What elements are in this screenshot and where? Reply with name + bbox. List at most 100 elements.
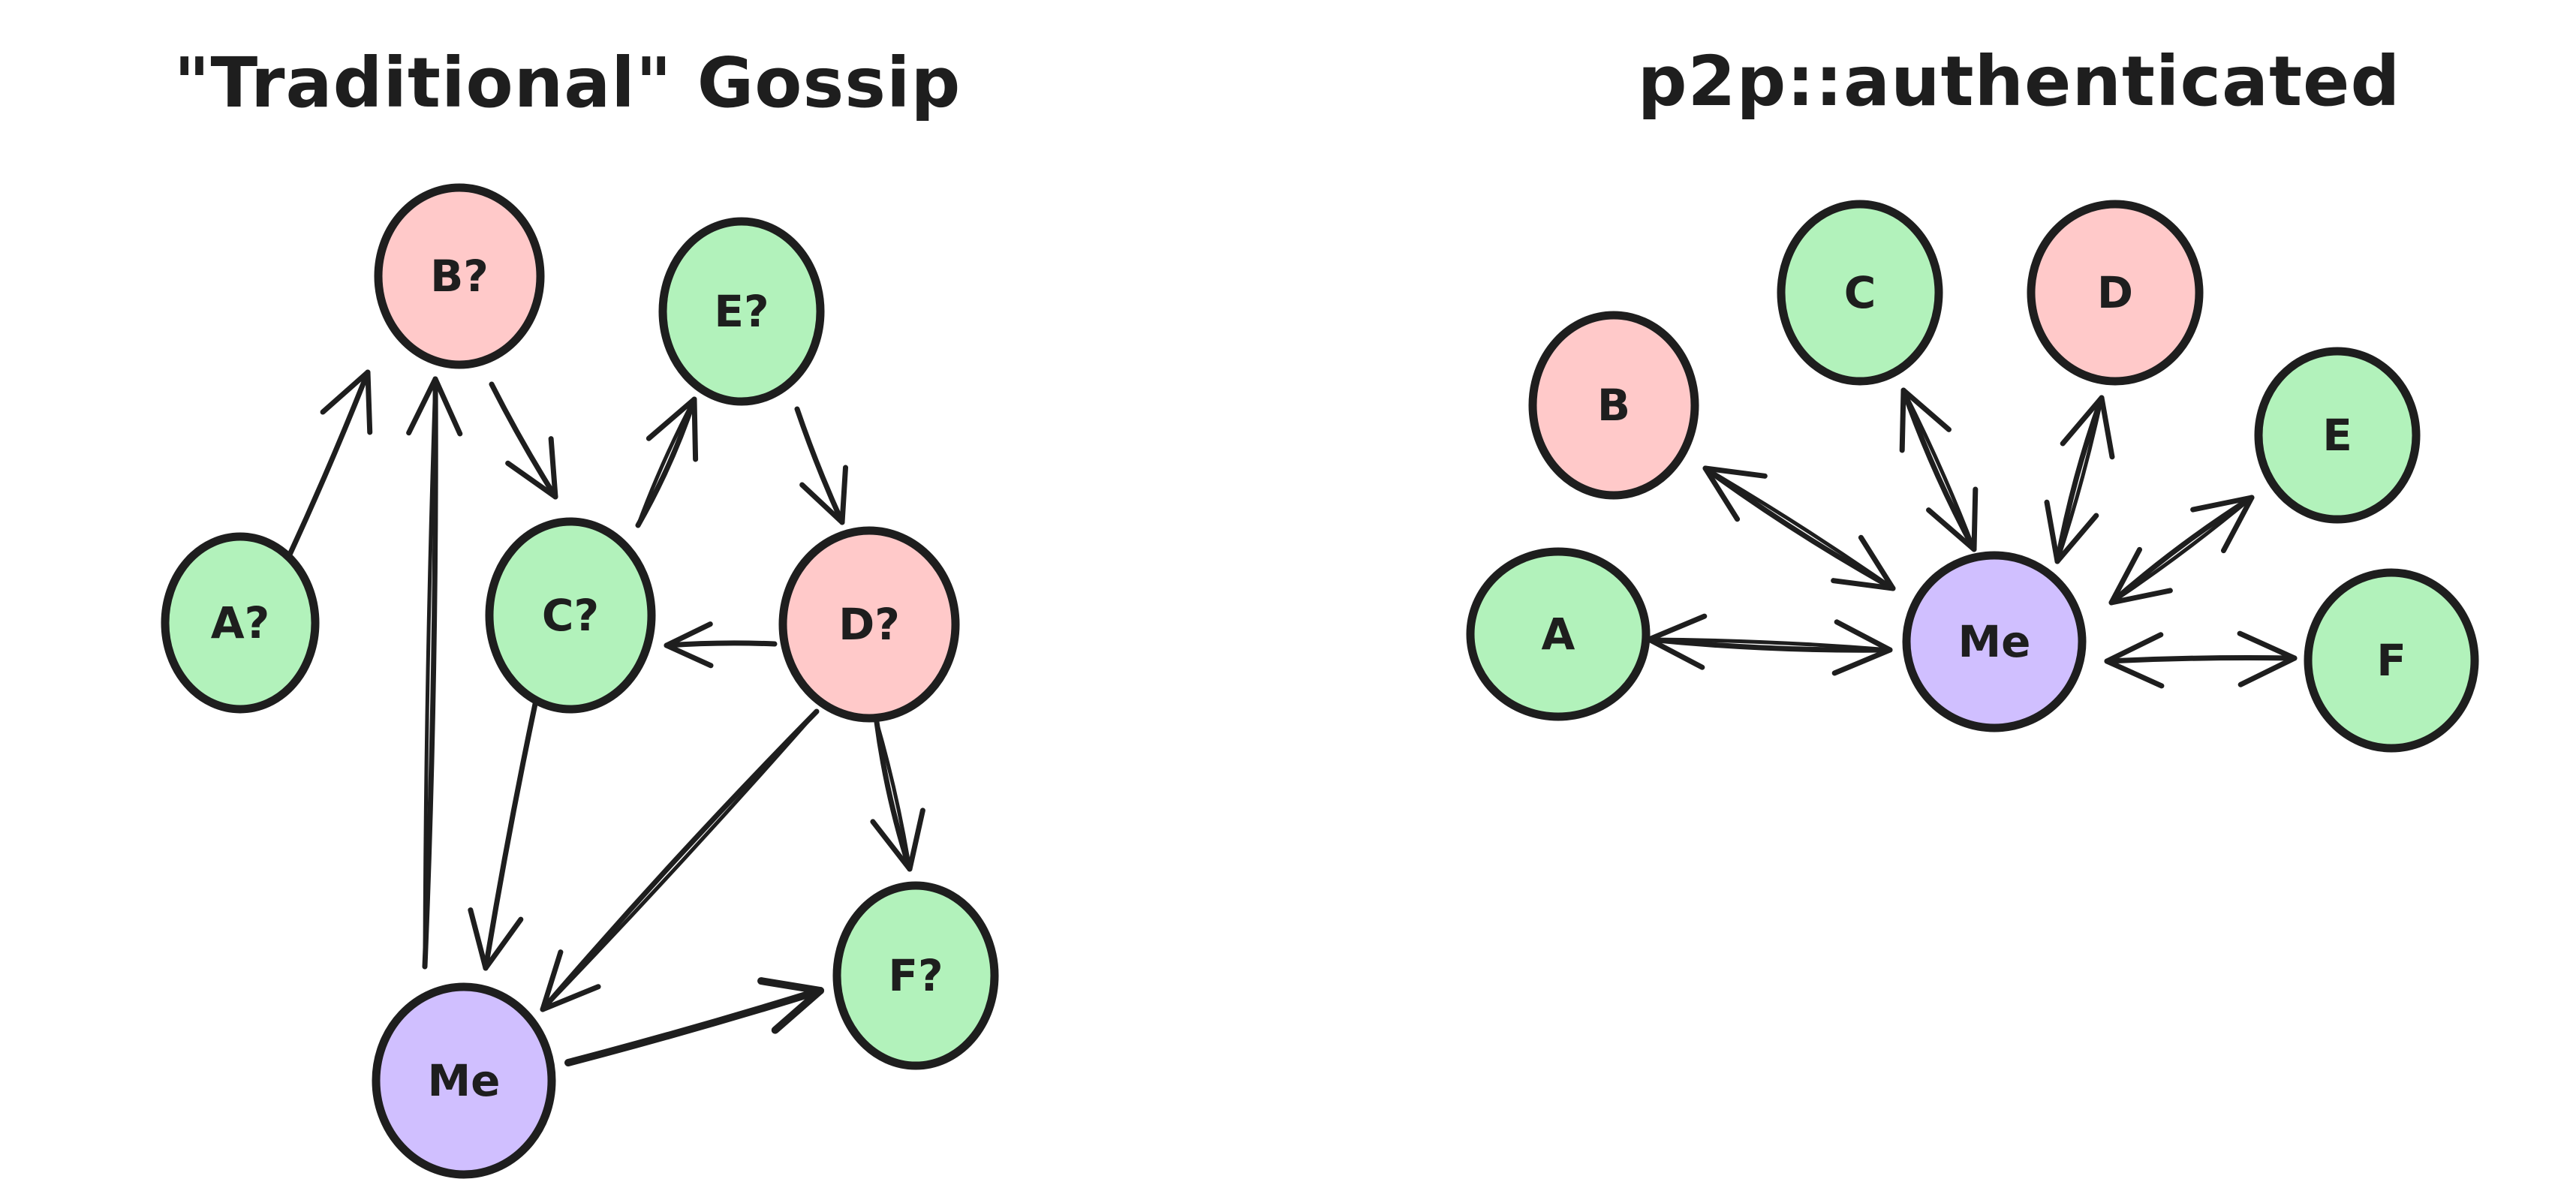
arrowhead: [1702, 465, 1768, 522]
node-label-A: A?: [211, 597, 270, 648]
arrow-shaft: [540, 708, 820, 1012]
arrow-shaft: [2108, 495, 2255, 606]
arrowhead: [2237, 630, 2298, 687]
arrow-shaft: [1901, 388, 1976, 552]
arrow-D-Me: [2044, 395, 2115, 564]
node-label-Me: Me: [427, 1055, 500, 1106]
arrowhead: [2108, 546, 2173, 606]
arrow-shaft: [282, 369, 371, 567]
node-label-B: B?: [430, 251, 489, 302]
arrowhead: [2104, 632, 2165, 689]
arrow-shaft: [2109, 495, 2254, 605]
node-shape-sketch-stroke: [1906, 552, 2082, 731]
arrow-shaft: [1900, 387, 1977, 552]
node-label-D: D: [2097, 267, 2133, 318]
arrow-A-Me: [1646, 613, 1893, 676]
node-label-D: D?: [838, 599, 900, 650]
node-A: A?: [161, 532, 320, 714]
arrowhead: [1926, 486, 1979, 552]
arrowhead: [799, 465, 849, 525]
arrow-E-D: [794, 406, 849, 525]
arrow-D-C: [664, 621, 778, 669]
arrow-C-Me: [468, 701, 538, 971]
arrowhead: [2190, 495, 2255, 554]
arrow-shaft: [636, 397, 697, 528]
arrow-shaft: [422, 376, 438, 970]
arrow-Me-F: [564, 977, 824, 1066]
node-B: B?: [374, 183, 545, 369]
node-shape-sketch-stroke: [376, 984, 552, 1177]
node-Me: Me: [372, 982, 556, 1179]
arrowhead: [1831, 619, 1893, 676]
node-F: F: [2304, 568, 2479, 753]
arrow-Me-B: [406, 376, 463, 970]
arrowhead: [320, 369, 373, 435]
node-label-A: A: [1542, 609, 1575, 660]
arrow-shaft: [540, 709, 819, 1012]
arrow-shaft: [483, 701, 538, 971]
node-B: B: [1528, 311, 1699, 500]
node-shape-sketch-stroke: [1533, 312, 1695, 498]
node-E: E?: [658, 217, 825, 406]
arrow-shaft: [423, 377, 438, 969]
arrow-B-C: [489, 381, 558, 500]
node-C: C: [1777, 200, 1943, 386]
node-shape-sketch-stroke: [489, 519, 652, 712]
arrow-shaft: [489, 381, 558, 500]
arrowhead: [1899, 387, 1952, 453]
node-label-E: E?: [714, 286, 769, 337]
arrowhead: [1831, 534, 1896, 591]
node-shape-sketch-stroke: [2031, 201, 2199, 384]
node-label-Me: Me: [1958, 616, 2030, 667]
arrow-D-F: [870, 719, 925, 872]
node-label-E: E: [2322, 410, 2352, 461]
arrow-E-Me: [2108, 495, 2255, 606]
arrow-shaft: [1647, 637, 1892, 652]
node-label-F: F?: [888, 950, 943, 1001]
node-shape-sketch-stroke: [663, 218, 820, 405]
arrow-shaft: [2055, 395, 2104, 564]
node-shape-sketch-stroke: [165, 534, 315, 712]
arrow-shaft: [874, 720, 912, 871]
node-E: E: [2254, 347, 2421, 524]
traditional-gossip-diagram: A? B? C? D? E? F? Me: [161, 183, 999, 1179]
node-A: A: [1466, 547, 1651, 721]
node-C: C?: [485, 517, 656, 714]
arrowhead: [870, 808, 925, 872]
arrowhead: [540, 949, 601, 1012]
node-label-B: B: [1597, 380, 1630, 431]
arrowhead: [664, 621, 714, 669]
arrowhead: [406, 376, 463, 437]
arrow-shaft: [564, 987, 824, 1066]
right-diagram-title: p2p::authenticated: [1638, 41, 2401, 122]
arrowhead: [468, 907, 524, 971]
node-D: D: [2027, 200, 2204, 386]
node-shape-sketch-stroke: [1781, 201, 1939, 384]
node-label-C: C?: [542, 590, 599, 641]
arrow-shaft: [2054, 395, 2105, 564]
arrowhead: [757, 977, 824, 1034]
node-shape-sketch-stroke: [2308, 570, 2475, 751]
node-shape: [1466, 547, 1651, 721]
arrow-A-B: [282, 369, 373, 567]
arrow-shaft: [794, 406, 845, 525]
node-shape-sketch-stroke: [2259, 348, 2416, 522]
arrow-shaft: [1703, 466, 1895, 591]
node-D: D?: [778, 526, 960, 723]
node-label-F: F: [2376, 635, 2406, 686]
node-shape-sketch-stroke: [783, 528, 955, 721]
node-F: F?: [832, 881, 999, 1070]
p2p-authenticated-diagram: A B C D E F Me: [1466, 200, 2479, 753]
arrow-D-Me: [540, 708, 820, 1012]
arrow-shaft: [2104, 655, 2298, 664]
arrow-B-Me: [1702, 465, 1896, 591]
arrowhead: [2044, 499, 2099, 564]
arrow-shaft: [635, 396, 697, 528]
arrow-shaft: [874, 719, 913, 872]
arrowhead: [646, 396, 699, 462]
left-diagram-title: "Traditional" Gossip: [174, 43, 961, 123]
arrow-shaft: [1702, 465, 1896, 591]
arrow-F-Me: [2104, 630, 2298, 689]
